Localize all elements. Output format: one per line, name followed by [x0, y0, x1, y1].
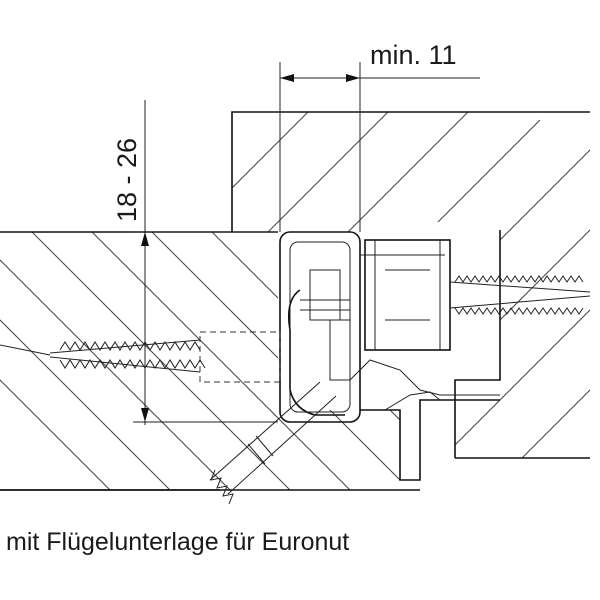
diagonal-screw [209, 381, 337, 505]
dimension-min11 [279, 62, 480, 232]
dimension-label-18-26: 18 - 26 [112, 137, 142, 222]
euronut-groove [349, 359, 500, 481]
sash-screw [0, 331, 281, 383]
hinge-pin [309, 269, 341, 321]
dimension-label-min11: min. 11 [370, 40, 457, 70]
sash-dowel-hidden [199, 331, 281, 383]
frame-screw [449, 275, 591, 315]
sash-profile [0, 231, 420, 491]
hinge-body [279, 231, 361, 423]
sleeve-body [364, 239, 451, 351]
sash-hatching [0, 232, 400, 490]
figure-caption: mit Flügelunterlage für Euronut [6, 528, 350, 556]
hinge-hook [287, 289, 345, 416]
dimension-18-26 [133, 100, 278, 425]
hinge-housing [279, 231, 361, 423]
frame-sleeve [360, 239, 451, 351]
